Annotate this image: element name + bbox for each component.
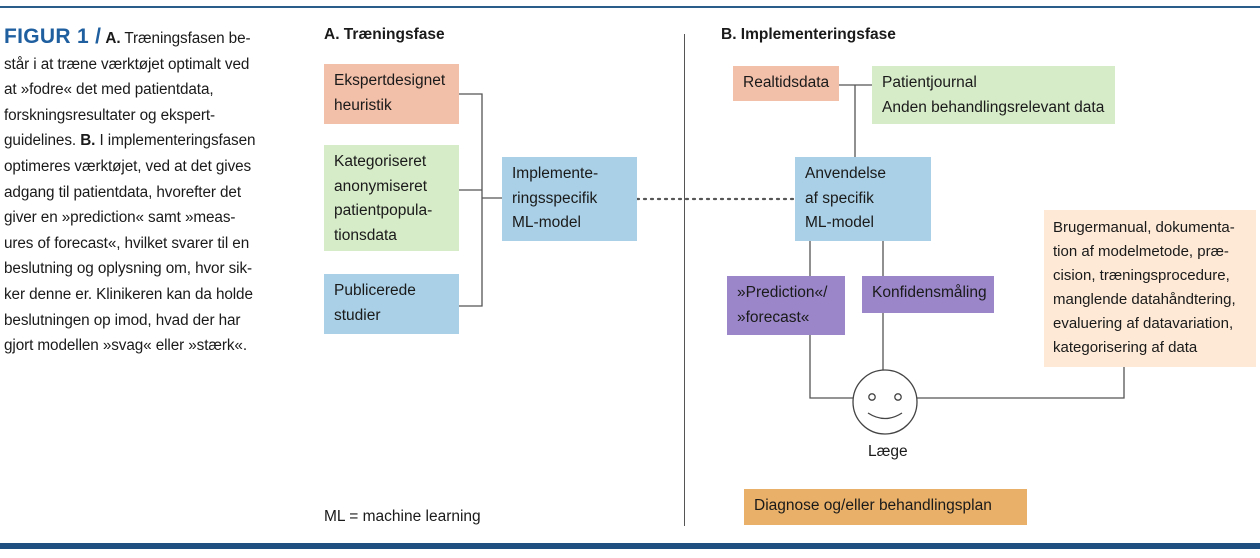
figure-label: FIGUR 1 /	[4, 25, 102, 48]
box-line: patientpopula-	[334, 202, 433, 219]
section-b-title: B. Implementeringsfase	[721, 26, 896, 43]
box-line: af specifik	[805, 189, 874, 207]
caption-line: guidelines.	[4, 132, 77, 150]
caption-line: ker denne er. Klinikeren kan da holde	[4, 285, 253, 303]
top-rule	[0, 6, 1260, 8]
footnote: ML = machine learning	[324, 508, 481, 525]
caption-line: giver en »prediction« samt »meas-	[4, 209, 236, 227]
box-line: ML-model	[805, 214, 874, 231]
figure-caption: FIGUR 1 / A. Træningsfasen be- står i at…	[4, 24, 290, 359]
caption-line: at »fodre« det med patientdata,	[4, 81, 214, 99]
realtime-data-box: Realtidsdata	[733, 66, 839, 101]
box-line: »Prediction«/	[737, 284, 828, 301]
patient-journal-box: Patientjournal Anden behandlingsrelevant…	[872, 66, 1115, 124]
doctor-smiley-icon	[852, 369, 918, 435]
manual-to-doctor	[917, 367, 1125, 399]
categorized-data-box: Kategoriseret anonymiseret patientpopula…	[324, 145, 459, 251]
model-application-box: Anvendelse af specifik ML-model	[795, 157, 931, 241]
published-studies-box: Publicerede studier	[324, 274, 459, 334]
box-line: Implemente-	[512, 165, 599, 182]
part-a-label: A.	[105, 30, 121, 47]
caption-line: beslutningen op imod, hvad der har	[4, 311, 241, 329]
box-line: »forecast«	[737, 308, 810, 326]
box-line: Kategoriseret	[334, 153, 427, 170]
box-line: Diagnose og/eller behandlingsplan	[754, 497, 992, 514]
caption-line: adgang til patientdata, hvorefter det	[4, 183, 241, 201]
caption-line: gjort modellen »svag« eller »stærk«.	[4, 337, 247, 355]
training-bracket	[459, 93, 483, 307]
doctor-label: Læge	[868, 443, 908, 460]
caption-line: optimeres værktøjet, ved at det gives	[4, 157, 252, 175]
caption-line: ures of forecast«, hvilket svarer til en	[4, 234, 250, 252]
box-line: studier	[334, 306, 381, 324]
caption-line: står i at træne værktøjet optimalt ved	[4, 55, 250, 73]
box-line: heuristik	[334, 96, 392, 114]
prediction-to-doctor	[809, 335, 853, 399]
box-line: tionsdata	[334, 226, 397, 244]
section-divider	[684, 34, 685, 526]
box-line: cision, træningsprocedure,	[1053, 267, 1230, 284]
box-line: Brugermanual, dokumenta-	[1053, 219, 1235, 236]
box-line: Patientjournal	[882, 74, 977, 91]
expert-heuristic-box: Ekspertdesignet heuristik	[324, 64, 459, 124]
part-b-label: B.	[80, 132, 96, 150]
box-line: kategorisering af data	[1053, 339, 1198, 356]
confidence-measure-box: Konfidensmåling	[862, 276, 994, 313]
part-b-text: I implementeringsfasen	[99, 132, 256, 150]
caption-line: forskningsresultater og ekspert-	[4, 106, 216, 124]
section-a-title: A. Træningsfase	[324, 26, 445, 43]
box-line: Konfidensmåling	[872, 284, 987, 301]
user-manual-box: Brugermanual, dokumenta- tion af modelme…	[1044, 210, 1256, 367]
diagnosis-plan-box: Diagnose og/eller behandlingsplan	[744, 489, 1027, 525]
implementation-model-box: Implemente- ringsspecifik ML-model	[502, 157, 637, 241]
box-line: Anden behandlingsrelevant data	[882, 98, 1105, 116]
box-line: Publicerede	[334, 282, 416, 299]
box-line: tion af modelmetode, præ-	[1053, 243, 1229, 260]
prediction-forecast-box: »Prediction«/ »forecast«	[727, 276, 845, 335]
box-line: evaluering af datavariation,	[1053, 315, 1234, 332]
part-a-text: Træningsfasen be-	[124, 30, 251, 47]
box-line: ringsspecifik	[512, 189, 598, 207]
box-line: Realtidsdata	[743, 74, 830, 91]
caption-line: beslutning og oplysning om, hvor sik-	[4, 260, 252, 278]
box-line: anonymiseret	[334, 177, 428, 195]
box-line: Anvendelse	[805, 165, 887, 182]
box-line: Ekspertdesignet	[334, 72, 446, 89]
bottom-rule	[0, 543, 1260, 549]
box-line: manglende datahåndtering,	[1053, 291, 1236, 308]
box-line: ML-model	[512, 214, 581, 231]
